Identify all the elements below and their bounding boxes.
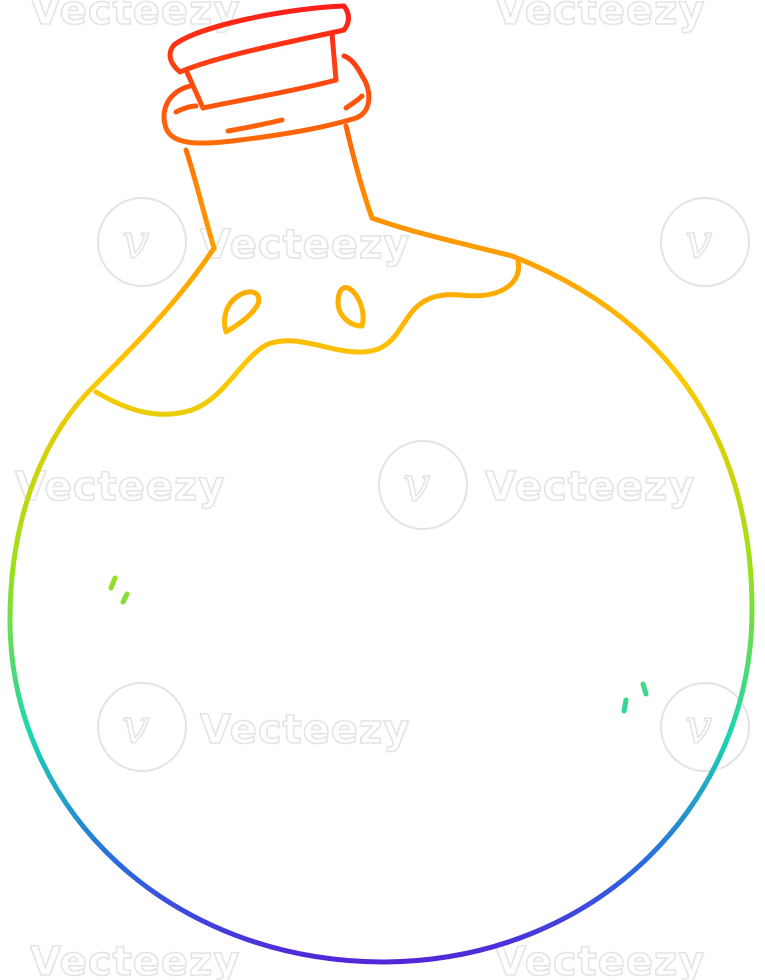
shine-mark-right-1 (640, 681, 649, 697)
watermark-logo-icon: v (660, 197, 750, 287)
bubble-left (222, 289, 262, 335)
watermark-text: Vecteezy (200, 707, 410, 753)
cork-bottom (200, 77, 339, 111)
bottle-lip (161, 53, 372, 146)
bottle-lip-highlight (225, 117, 285, 134)
watermark-text: Vecteezy (30, 939, 240, 980)
bottle-lip-detail-right (343, 93, 365, 111)
watermark-text: Vecteezy (495, 939, 705, 980)
watermark-layer: Vecteezy Vecteezy v Vecteezy v v Vecteez… (14, 0, 750, 980)
watermark-text: Vecteezy (200, 222, 410, 268)
watermark-text: Vecteezy (485, 464, 695, 510)
bubble-right (335, 285, 366, 329)
watermark-logo-icon: v (97, 197, 187, 287)
bottle-neck-left (183, 147, 217, 251)
watermark-logo-icon: v (660, 682, 750, 772)
cork-side-left (183, 67, 206, 111)
svg-text:v: v (122, 214, 149, 270)
watermark-text: Vecteezy (495, 0, 705, 34)
svg-text:v: v (685, 699, 712, 755)
cork-top (167, 3, 351, 75)
bottle-shoulder-left (93, 245, 217, 387)
potion-bottle (7, 3, 755, 965)
watermark-logo-icon: v (378, 440, 468, 530)
liquid-surface (93, 259, 522, 417)
bottle-neck-right (343, 123, 375, 221)
watermark-text: Vecteezy (15, 464, 225, 510)
svg-text:v: v (122, 699, 149, 755)
cork-side-right (329, 31, 339, 83)
svg-text:v: v (685, 214, 712, 270)
shine-mark-left-1 (108, 575, 118, 591)
bottle-lip-detail-left (173, 103, 199, 115)
shine-mark-left-2 (120, 591, 130, 605)
svg-text:v: v (403, 457, 430, 513)
bottle-body (7, 253, 755, 965)
shine-mark-right-2 (621, 697, 629, 714)
bottle-shoulder-right (369, 215, 515, 259)
watermark-logo-icon: v (97, 682, 187, 772)
